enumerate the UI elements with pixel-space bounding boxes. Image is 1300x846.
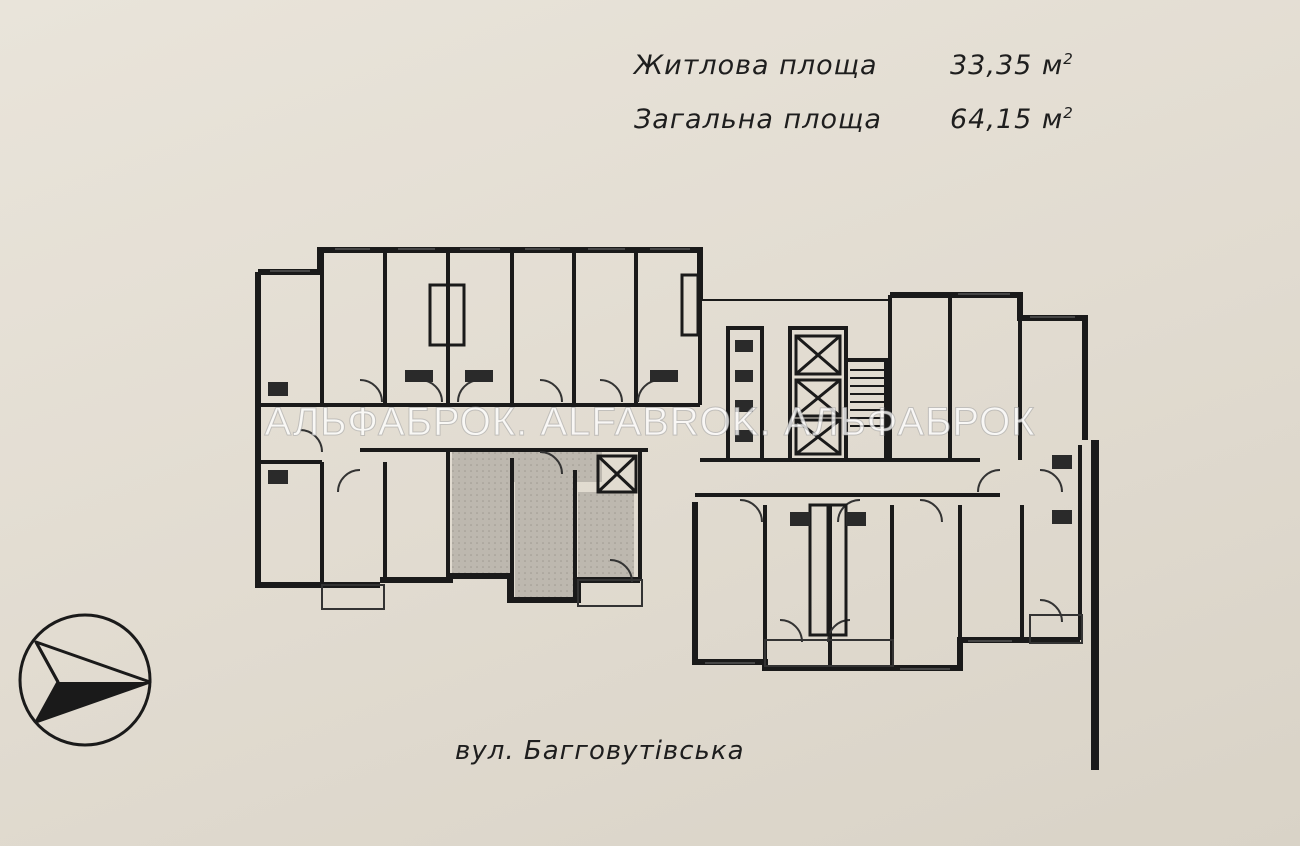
staircase — [850, 369, 884, 427]
watermark: АЛЬФАБРОК. ALFABROK. АЛЬФАБРОК — [264, 400, 1036, 445]
total-area-label: Загальна площа — [634, 104, 882, 135]
street-label: вул. Багговутівська — [455, 736, 745, 766]
selected-apartment — [452, 452, 634, 600]
fixtures — [268, 340, 1072, 526]
living-area-value: 33,35 м2 — [950, 50, 1074, 81]
north-arrow-icon — [18, 613, 152, 747]
windows — [270, 248, 1075, 670]
elevator-core — [794, 334, 842, 456]
balconies — [321, 579, 1083, 667]
interior-walls — [258, 252, 1082, 668]
living-area-label: Житлова площа — [634, 50, 878, 81]
total-area-value: 64,15 м2 — [950, 104, 1074, 135]
shafts — [428, 273, 848, 637]
